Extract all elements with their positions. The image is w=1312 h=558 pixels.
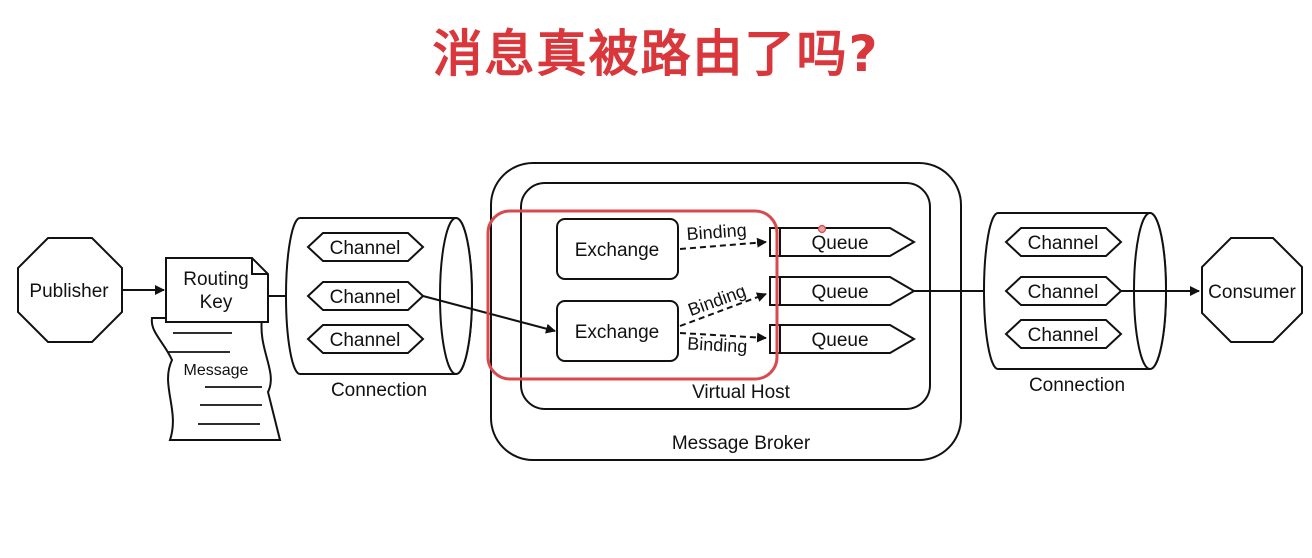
binding-3: Binding bbox=[679, 332, 767, 357]
cursor-dot bbox=[817, 224, 827, 234]
virtual-host-label: Virtual Host bbox=[692, 382, 791, 403]
svg-text:Channel: Channel bbox=[1028, 282, 1099, 303]
svg-text:Channel: Channel bbox=[1028, 325, 1099, 346]
svg-text:Queue: Queue bbox=[811, 330, 868, 351]
exchange-1: Exchange bbox=[556, 218, 679, 280]
left-connection: Channel Channel Channel Connection bbox=[285, 217, 473, 401]
exchange-2: Exchange bbox=[556, 300, 679, 362]
routing-key-line1: Routing bbox=[183, 269, 249, 290]
svg-text:Binding: Binding bbox=[686, 220, 747, 244]
svg-text:Queue: Queue bbox=[811, 282, 868, 303]
queue-2: Queue bbox=[769, 276, 916, 306]
message-document: Message bbox=[150, 317, 282, 441]
highlight-box bbox=[486, 209, 779, 381]
svg-text:Binding: Binding bbox=[685, 281, 748, 320]
queue-3: Queue bbox=[769, 324, 916, 354]
queue-1: Queue bbox=[769, 227, 916, 257]
svg-text:Channel: Channel bbox=[330, 330, 401, 351]
consumer-label: Consumer bbox=[1208, 282, 1296, 303]
message-label: Message bbox=[184, 362, 249, 379]
right-channel-3: Channel bbox=[1004, 319, 1123, 349]
binding-2: Binding bbox=[679, 281, 767, 327]
svg-text:Queue: Queue bbox=[811, 233, 868, 254]
right-connection: Channel Channel Channel Connection bbox=[983, 212, 1167, 396]
binding-1: Binding bbox=[679, 220, 767, 250]
left-connection-label: Connection bbox=[331, 380, 427, 401]
right-connection-label: Connection bbox=[1029, 375, 1125, 396]
publisher-node: Publisher bbox=[17, 237, 123, 343]
svg-text:Binding: Binding bbox=[687, 333, 748, 356]
virtual-host: Virtual Host bbox=[520, 182, 931, 410]
publisher-label: Publisher bbox=[29, 281, 109, 302]
routing-key-note: Routing Key bbox=[165, 257, 269, 323]
right-channel-1: Channel bbox=[1004, 227, 1123, 257]
left-channel-3: Channel bbox=[306, 324, 425, 354]
message-broker: Message Broker bbox=[490, 162, 962, 461]
left-channel-1: Channel bbox=[306, 232, 425, 262]
message-broker-label: Message Broker bbox=[672, 433, 811, 454]
svg-text:Exchange: Exchange bbox=[575, 240, 660, 261]
page-title: 消息真被路由了吗? bbox=[432, 25, 880, 83]
svg-text:Channel: Channel bbox=[1028, 233, 1099, 254]
consumer-node: Consumer bbox=[1201, 237, 1303, 343]
svg-text:Channel: Channel bbox=[330, 287, 401, 308]
svg-text:Exchange: Exchange bbox=[575, 322, 660, 343]
left-channel-2: Channel bbox=[306, 281, 425, 311]
right-channel-2: Channel bbox=[1004, 276, 1123, 306]
routing-key-line2: Key bbox=[200, 292, 233, 313]
svg-text:Channel: Channel bbox=[330, 238, 401, 259]
